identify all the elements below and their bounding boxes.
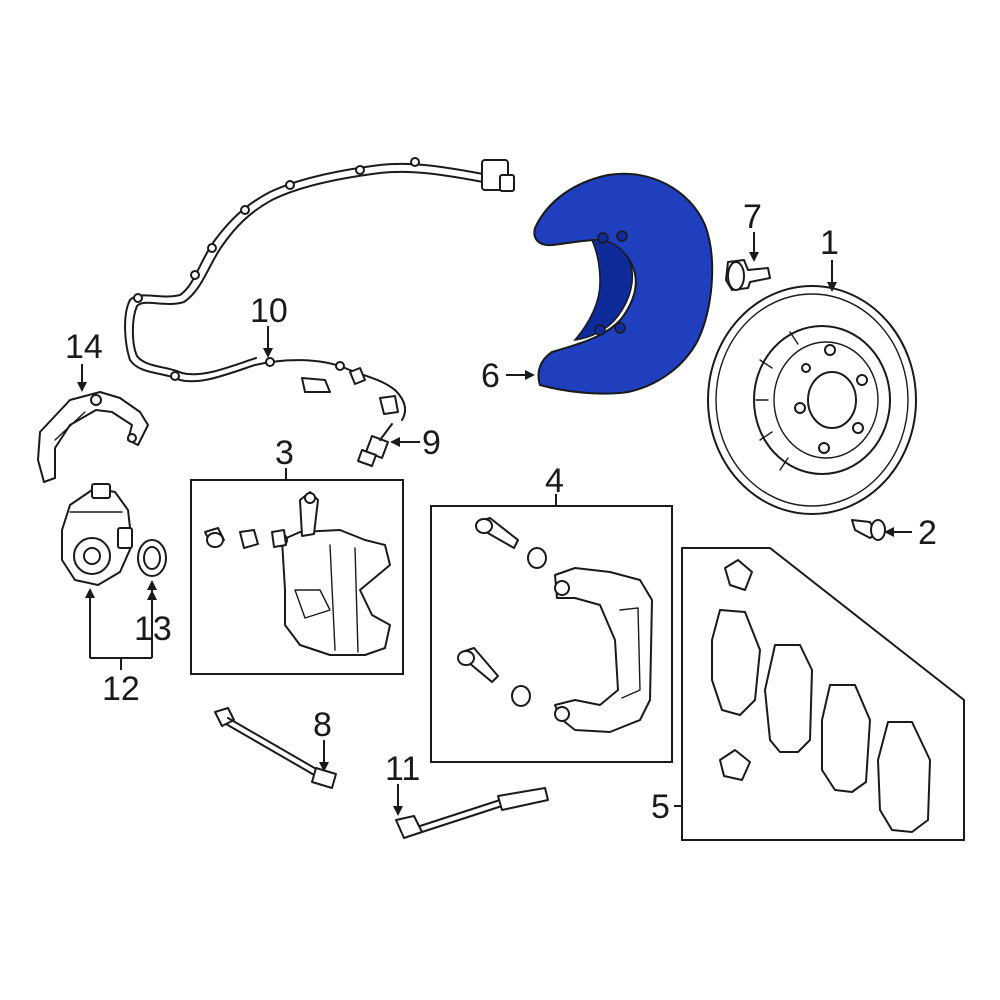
part-8-wear-sensor[interactable] [214,707,337,789]
callout-1: 1 [820,224,839,262]
part-13-seal[interactable] [137,539,167,577]
pad-clip-upper [724,559,753,591]
part-10-sensor-harness[interactable] [124,157,515,421]
part-9-sensor[interactable] [357,423,393,467]
callout-6: 6 [481,357,500,395]
part-12-actuator[interactable] [61,483,133,586]
part-3-caliper-pins[interactable] [204,527,287,549]
callout-4: 4 [545,462,564,500]
part-5-brake-pads[interactable] [711,559,931,833]
callout-11: 11 [385,750,420,788]
part-3-caliper[interactable] [274,491,391,656]
callout-9: 9 [422,424,441,462]
callout-5: 5 [651,788,670,826]
part-6-splash-shield[interactable] [533,172,714,395]
box-3-caliper-assembly [190,479,404,675]
callout-2: 2 [918,514,937,552]
pad-clip-lower [719,749,751,781]
box-5-pad-kit [681,547,965,841]
part-1-brake-rotor[interactable] [707,285,917,515]
part-2-bolt[interactable] [851,519,886,541]
callout-3: 3 [275,434,294,472]
part-4-caliper-bracket[interactable] [554,567,653,733]
callout-10: 10 [250,292,288,330]
callout-7: 7 [743,198,762,236]
part-11-wear-sensor[interactable] [395,787,549,839]
part-14-bracket[interactable] [37,391,149,483]
callout-8: 8 [313,706,332,744]
leader-lines [77,232,912,816]
callout-14: 14 [65,328,103,366]
box-4-caliper-support [430,505,673,763]
part-4-guide-bolts[interactable] [457,517,547,707]
callout-13: 13 [134,610,172,648]
callout-12: 12 [102,670,140,708]
part-7-bolt[interactable] [725,259,771,291]
